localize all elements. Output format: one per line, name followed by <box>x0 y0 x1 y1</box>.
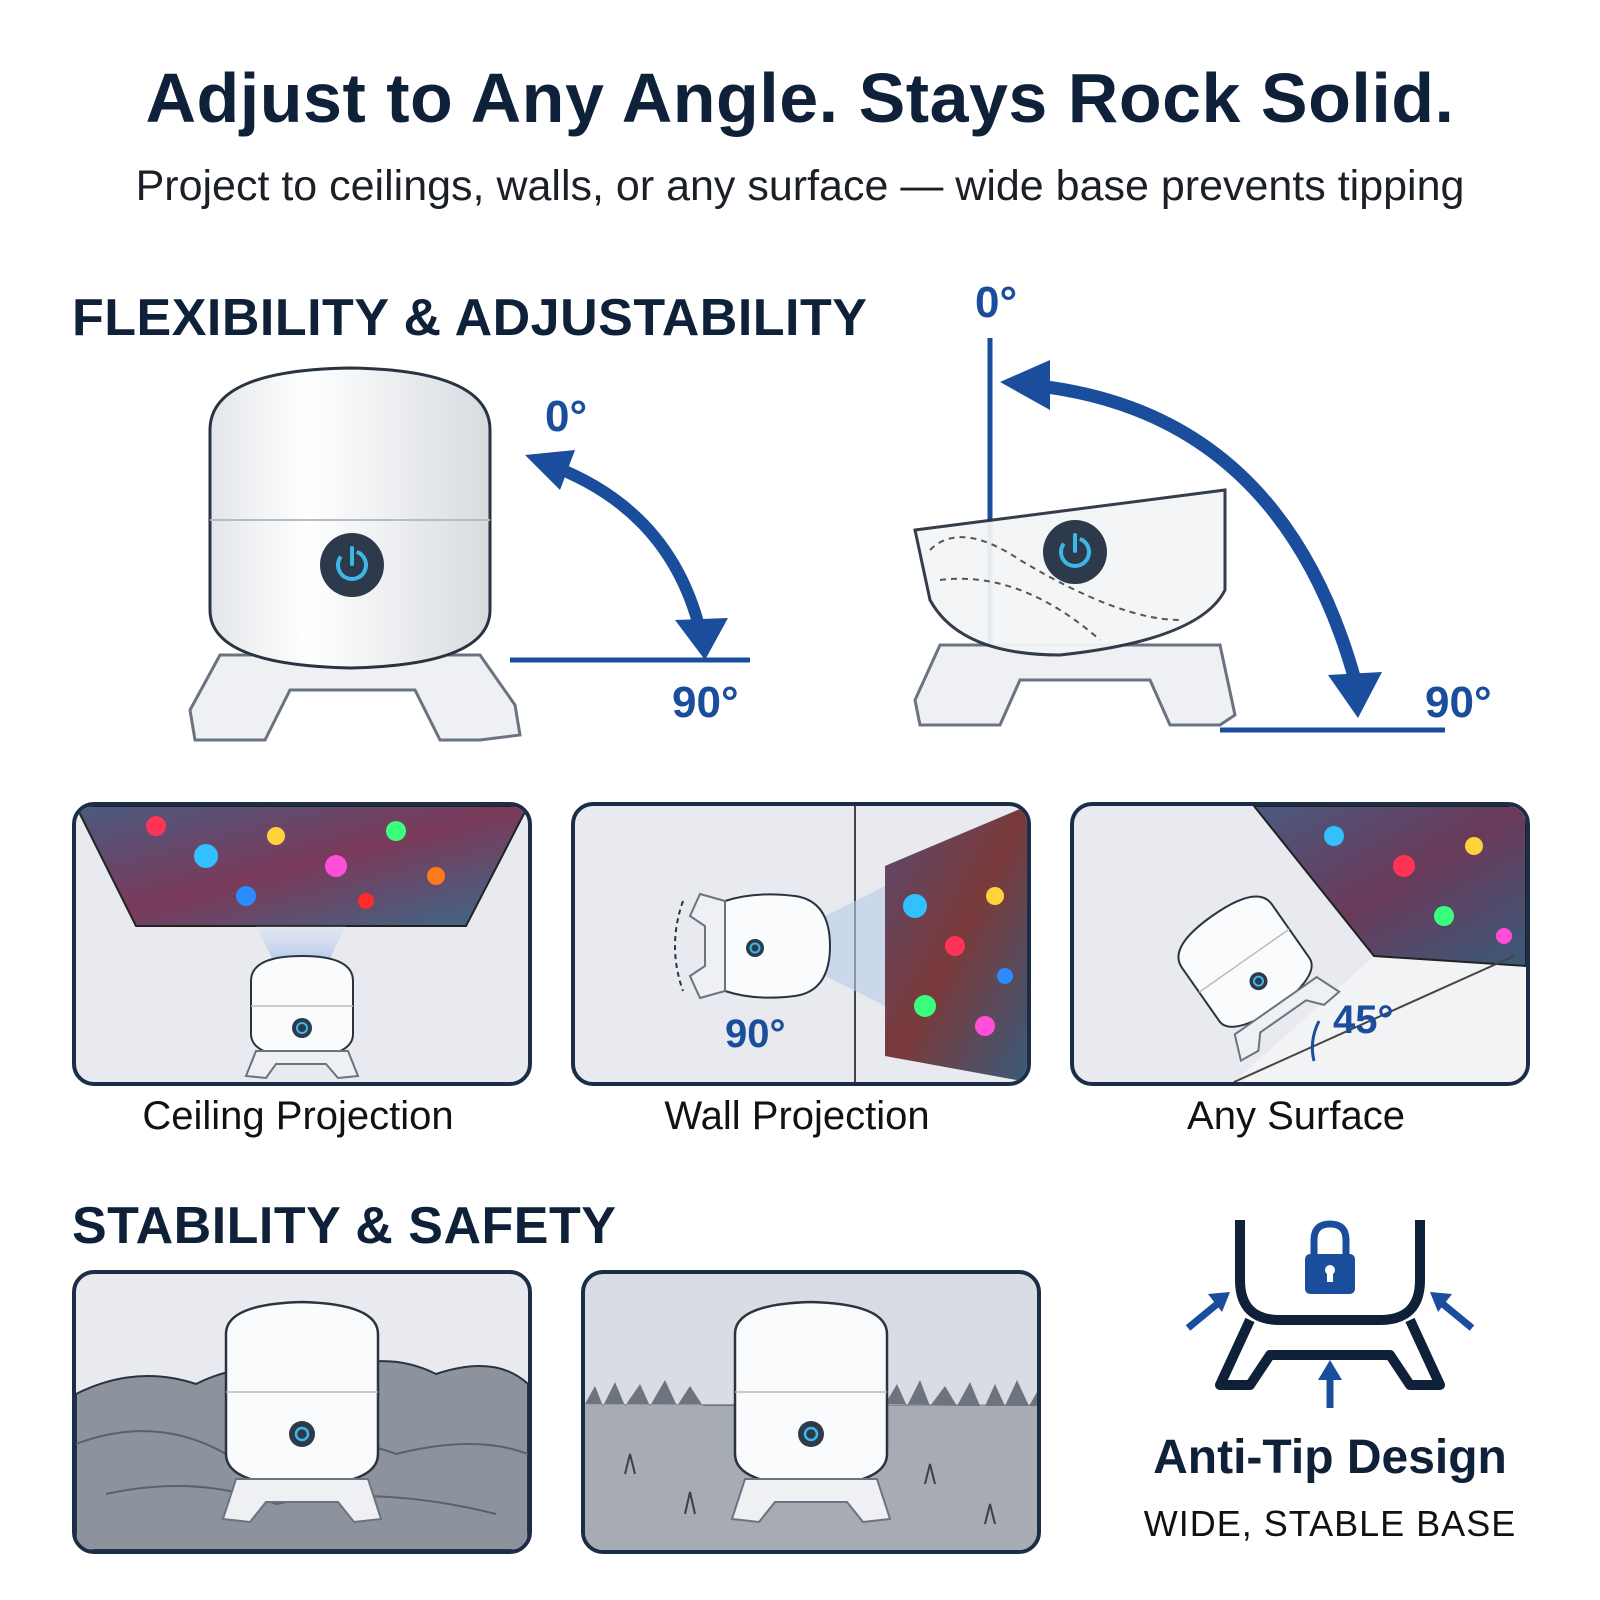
wall-angle: 90° <box>725 1012 786 1056</box>
wall-caption: Wall Projection <box>664 1094 930 1138</box>
flexibility-title: FLEXIBILITY & ADJUSTABILITY <box>72 289 868 347</box>
stability-title: STABILITY & SAFETY <box>72 1197 617 1255</box>
surface-caption: Any Surface <box>1187 1094 1405 1138</box>
inward-arrow-icon <box>1185 1292 1475 1408</box>
right-end-angle: 90° <box>1425 678 1492 727</box>
surface-angle: 45° <box>1333 998 1394 1042</box>
device-small <box>244 954 360 1080</box>
anti-tip-subtitle: WIDE, STABLE BASE <box>1143 1503 1517 1544</box>
left-angle-diagram <box>180 360 780 760</box>
subheadline: Project to ceilings, walls, or any surfa… <box>135 162 1465 210</box>
device-on-blanket <box>221 1300 383 1524</box>
right-start-angle: 0° <box>975 278 1018 327</box>
blanket-stability-panel <box>72 1270 532 1554</box>
device-body <box>208 366 492 670</box>
anti-tip-icon <box>1180 1210 1480 1410</box>
device-on-grass <box>730 1300 892 1524</box>
ceiling-projection-panel <box>72 802 532 1086</box>
curved-arrow-icon <box>525 450 728 660</box>
wall-projection-panel <box>571 802 1031 1086</box>
grass-stability-panel <box>581 1270 1041 1554</box>
power-icon <box>1043 520 1107 584</box>
lock-icon <box>1305 1220 1355 1294</box>
right-angle-diagram <box>900 320 1500 760</box>
device-base-tilted <box>913 643 1237 727</box>
device-sideways <box>674 892 832 1000</box>
headline: Adjust to Any Angle. Stays Rock Solid. <box>145 59 1455 137</box>
left-end-angle: 90° <box>672 678 739 727</box>
anti-tip-title: Anti-Tip Design <box>1153 1431 1507 1484</box>
curved-arrow-icon <box>1000 360 1382 718</box>
left-start-angle: 0° <box>545 392 588 441</box>
device-base <box>188 653 522 742</box>
device-tilted-45 <box>1177 895 1341 1063</box>
any-surface-panel <box>1070 802 1530 1086</box>
power-icon <box>320 533 384 597</box>
ceiling-caption: Ceiling Projection <box>142 1094 454 1138</box>
